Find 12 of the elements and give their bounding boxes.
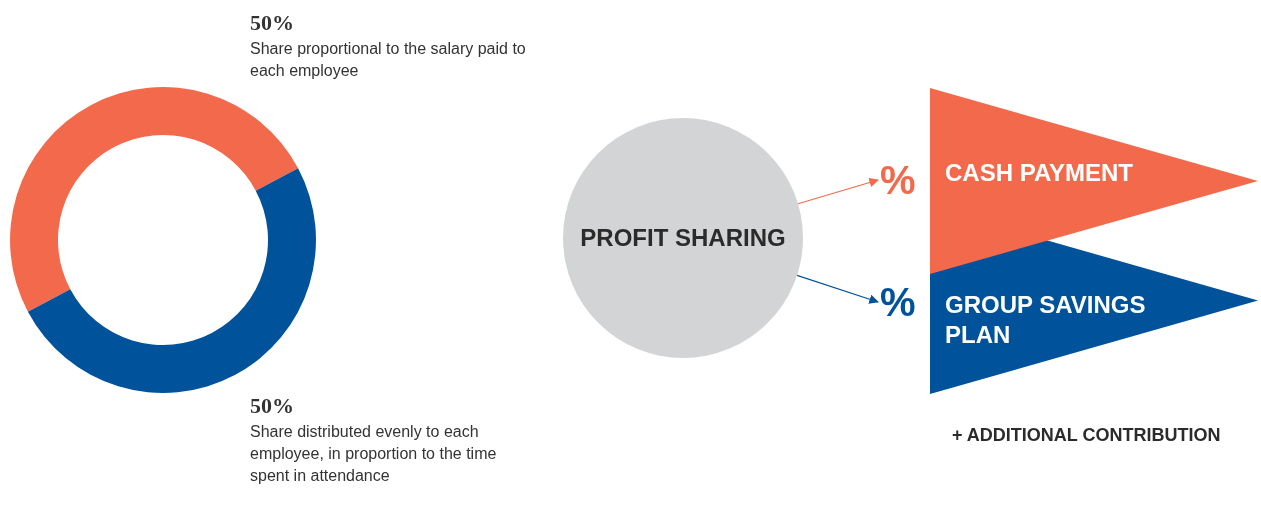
category-label: Share proportional to the salary paid to each employee: [250, 39, 527, 81]
category-label: Share distributed evenly to each employee, in proportion to the time spent in attendance: [250, 422, 498, 486]
node-label: PROFIT SHARING: [580, 224, 786, 252]
percent-sign: %: [880, 282, 916, 322]
pennant-label: CASH PAYMENT: [945, 158, 1135, 188]
pennant-label: GROUP SAVINGS PLAN: [945, 290, 1147, 350]
value-label: 50%: [250, 10, 294, 36]
percent-sign: %: [880, 160, 916, 200]
arrow: [796, 274, 879, 304]
note-text: + ADDITIONAL CONTRIBUTION: [952, 425, 1221, 446]
value-label: 50%: [250, 393, 294, 419]
arrow: [797, 177, 879, 205]
